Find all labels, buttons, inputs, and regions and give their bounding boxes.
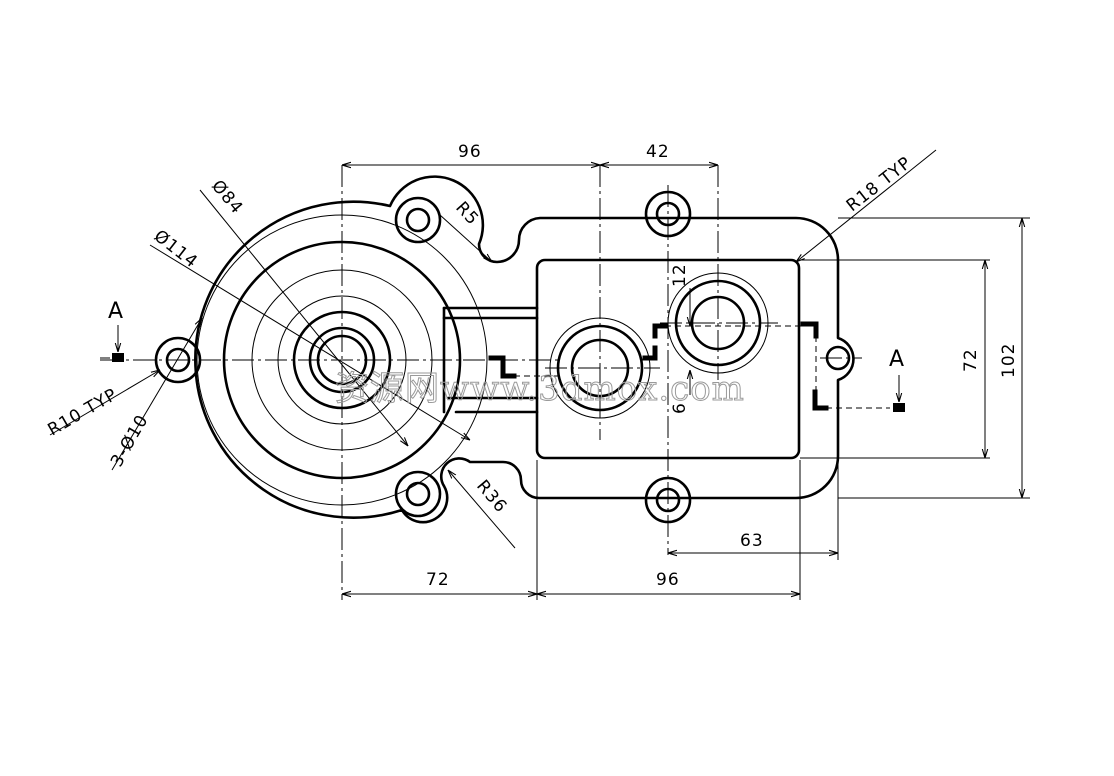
- dim-12-vertical: 12: [670, 263, 690, 287]
- section-cut-path: A A: [100, 299, 905, 412]
- extension-lines: [536, 217, 1030, 600]
- dim-r18-typ: R18 TYP: [843, 153, 916, 216]
- dim-6-vertical: 6: [670, 402, 690, 414]
- section-label-left: A: [108, 299, 123, 324]
- part-outline: [194, 175, 855, 524]
- bolt-holes: [154, 190, 851, 524]
- dim-3-d10: 3-Ø10: [107, 411, 153, 470]
- dim-r36: R36: [472, 476, 511, 517]
- dim-63: 63: [740, 531, 764, 551]
- dim-bottom-72: 72: [426, 570, 450, 590]
- dim-102-vertical: 102: [999, 343, 1019, 378]
- rectangular-boss: [535, 258, 801, 460]
- dim-top-42: 42: [646, 142, 670, 162]
- dim-72-vertical: 72: [961, 348, 981, 372]
- dim-bottom-96: 96: [656, 570, 680, 590]
- dim-d84: Ø84: [207, 176, 247, 218]
- dimension-lines: [49, 149, 1022, 594]
- port-bores: [549, 272, 769, 419]
- main-bore: [196, 214, 488, 506]
- dimension-texts: 96 42 72 96 63 72 102 12 6 R18 TYP R5 Ø8…: [45, 142, 1020, 590]
- left-flange-outline: [194, 175, 855, 524]
- watermark: 资源网www.3dmox.com: [335, 369, 745, 409]
- dim-r10-typ: R10 TYP: [45, 385, 122, 441]
- dim-top-96: 96: [458, 142, 482, 162]
- section-label-right: A: [889, 347, 904, 372]
